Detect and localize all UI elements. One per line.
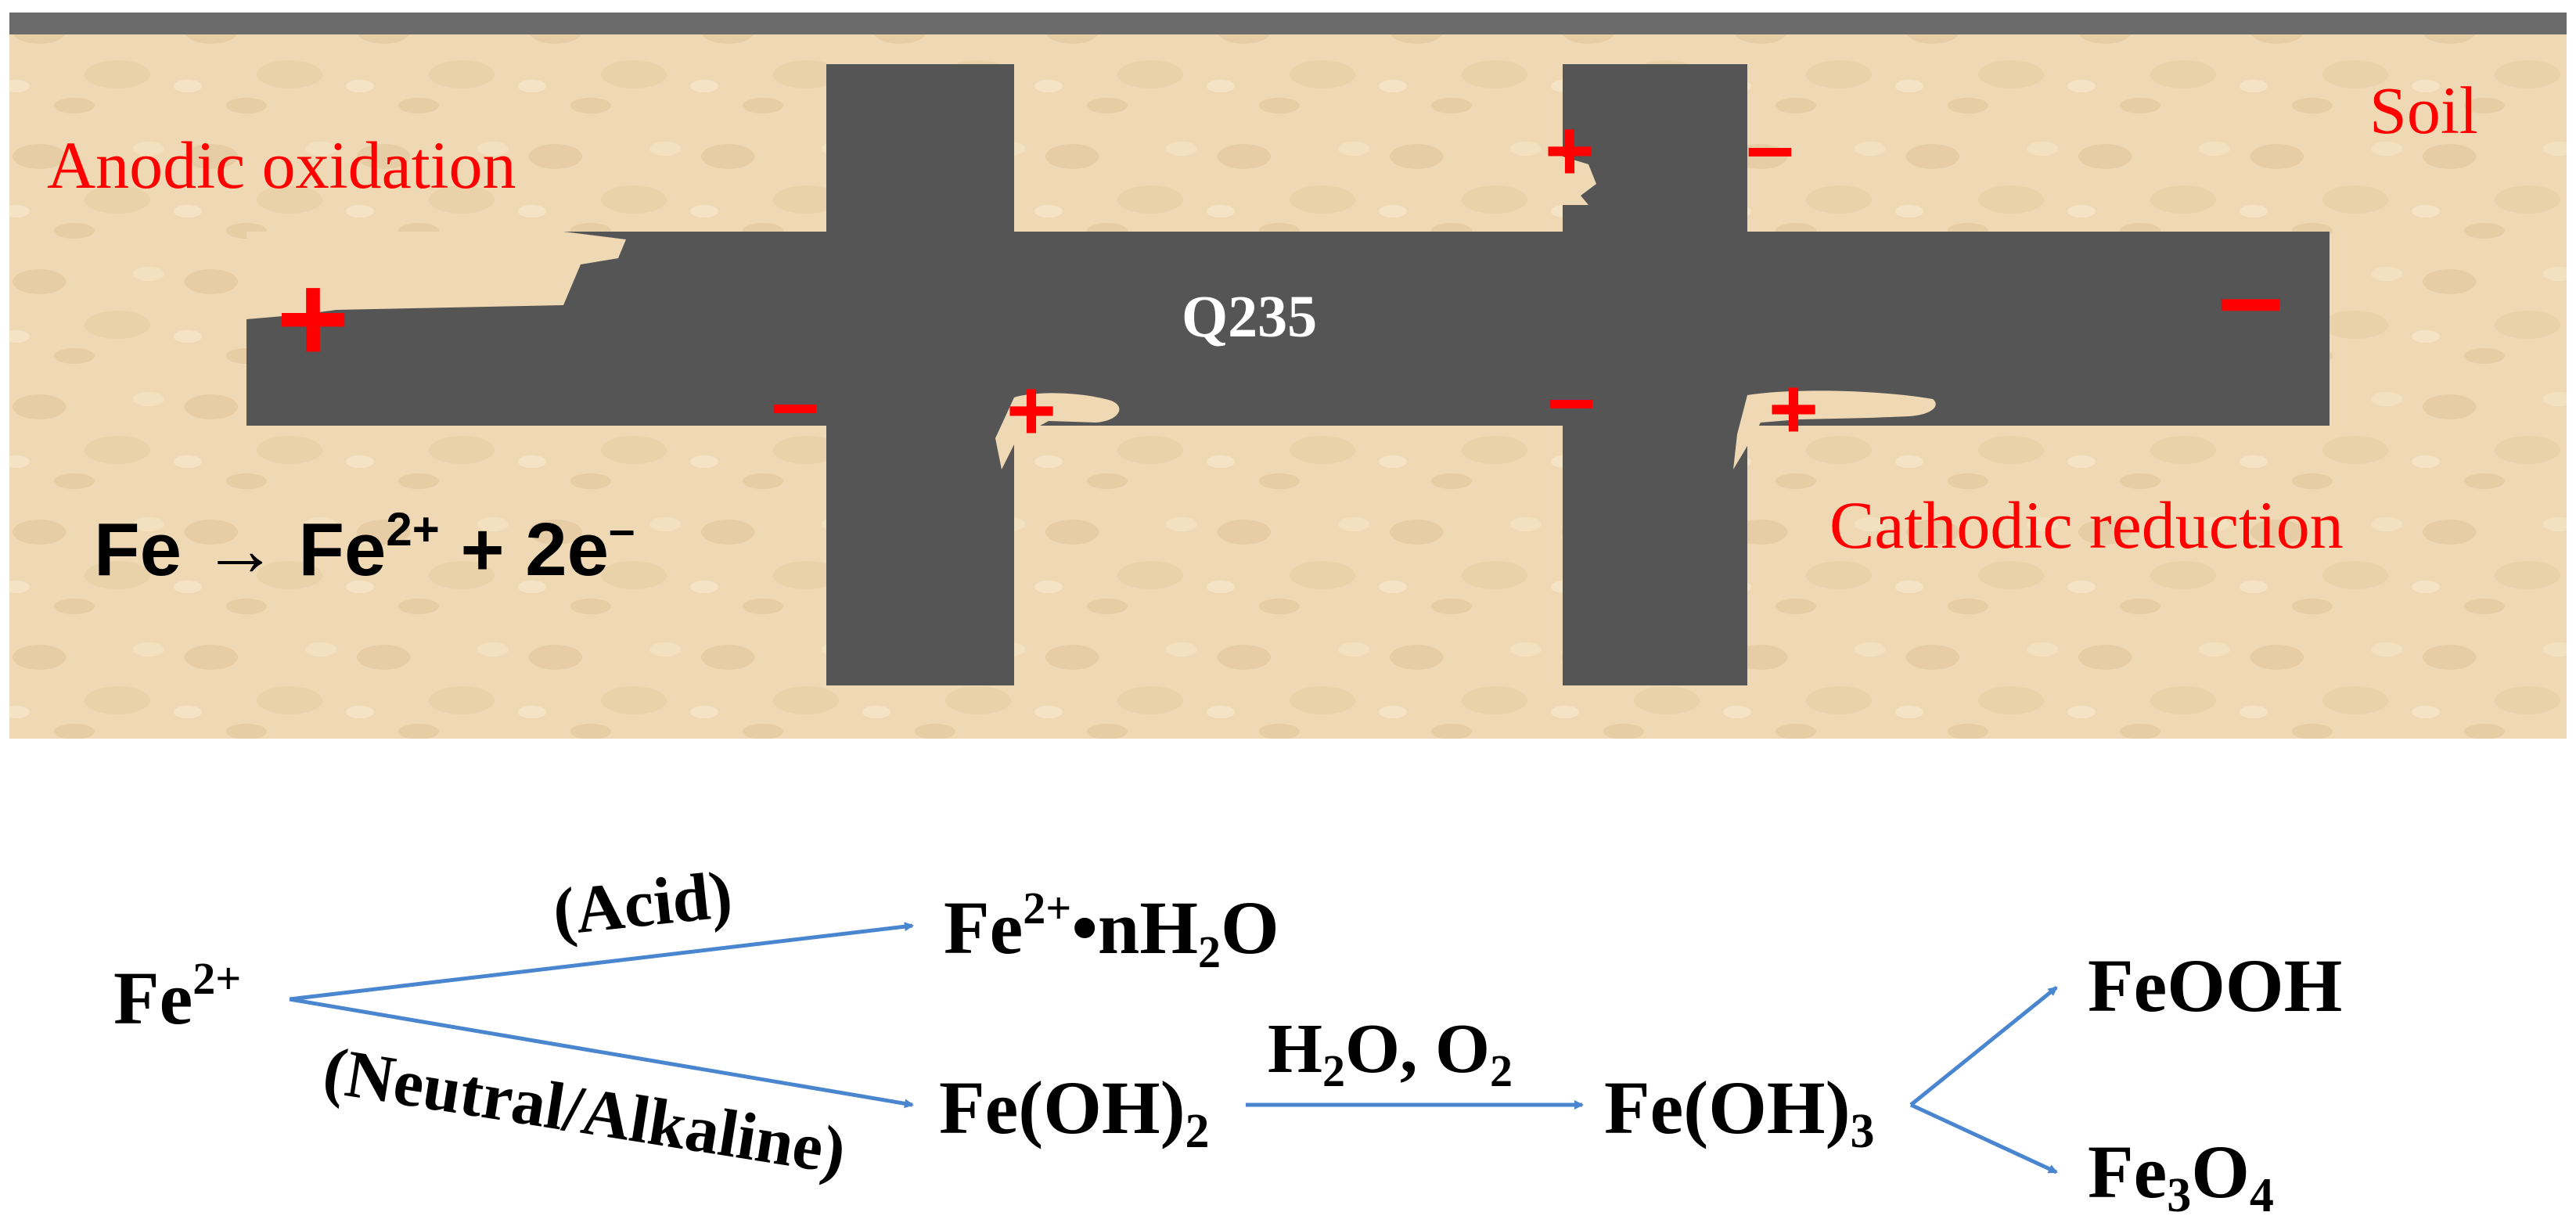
feoh3-sub: 3 [1851,1105,1875,1158]
fe3o4-sub2: 4 [2250,1169,2274,1222]
hydrate-sub: 2 [1198,926,1221,977]
minus-sign-right-post-bottom: – [1547,350,1595,446]
equation-left: Fe → Fe [94,508,386,592]
hydrate-b: •nH [1071,886,1198,969]
corrosion-pits [246,156,1936,469]
feoh2-a: Fe(OH) [939,1066,1185,1149]
oxidation-reagents: H2O, O2 [1268,1010,1513,1096]
top-border-bar [9,13,2567,34]
corrosion-pit-right-post-bottom [1733,390,1936,469]
steel-horizontal-beam [246,232,2330,426]
steel-left-post [826,64,1014,685]
plus-sign-right-post-bottom: + [1768,361,1819,457]
fe-oh-2: Fe(OH)2 [939,1066,1210,1158]
minus-sign-left-post: – [771,354,818,451]
reaction-scheme: Fe2+ (Acid) (Neutral/Alkaline) Fe2+•nH2O… [113,856,2342,1222]
reagents-a: H [1268,1010,1322,1088]
corrosion-pit-left-end [246,232,626,319]
reagents-sub1: 2 [1322,1045,1345,1096]
fe2-sup: 2+ [192,953,241,1004]
fe-oh-3: Fe(OH)3 [1604,1066,1875,1158]
fe3o4-sub1: 3 [2167,1169,2191,1222]
feoh3-a: Fe(OH) [1604,1066,1851,1149]
reagents-b: O, O [1345,1010,1490,1088]
hydrate-a: Fe [944,886,1023,969]
arrow-to-fe3o4 [1909,1102,2058,1174]
equation-sup2: – [609,503,635,556]
anodic-oxidation-label: Anodic oxidation [47,128,516,203]
feooh-product: FeOOH [2088,944,2342,1027]
acid-condition-label: (Acid) [549,856,736,949]
steel-right-post [1563,64,1747,685]
equation-sup: 2+ [386,503,439,556]
neutral-alkaline-label: (Neutral/Alkaline) [318,1032,851,1189]
fe2-base: Fe [113,956,192,1040]
plus-sign-right-post-top: + [1545,103,1595,199]
steel-q235-label: Q235 [1182,284,1317,350]
plus-sign-left-post: + [1006,362,1056,459]
hydrate-sup: 2+ [1023,883,1071,933]
fe2-ion: Fe2+ [113,953,241,1040]
arrow-neutral [289,997,914,1109]
fe2-hydrate: Fe2+•nH2O [944,883,1279,977]
steel-structure [246,64,2330,685]
fe3o4-product: Fe3O4 [2088,1130,2274,1222]
corrosion-pit-left-post-right [995,393,1120,469]
minus-sign-right-end: – [2218,230,2283,362]
hydrate-c: O [1221,886,1279,969]
reagents-sub2: 2 [1490,1045,1513,1096]
soil-label: Soil [2369,73,2478,148]
cathodic-reduction-label: Cathodic reduction [1829,487,2344,563]
charge-signs: + – + + – – + – [276,98,2283,459]
plus-sign-left-end: + [276,248,349,388]
corrosion-pit-right-post-top [1563,156,1596,205]
arrow-acid [289,922,914,1002]
anodic-equation: Fe → Fe2+ + 2e– [94,503,635,592]
arrow-to-feooh [1909,986,2058,1106]
fe3o4-a: Fe [2088,1130,2167,1214]
minus-sign-right-post-top: – [1746,98,1793,194]
fe3o4-b: O [2191,1130,2250,1214]
feoh2-sub: 2 [1185,1105,1210,1158]
equation-right: + 2e [440,508,609,592]
